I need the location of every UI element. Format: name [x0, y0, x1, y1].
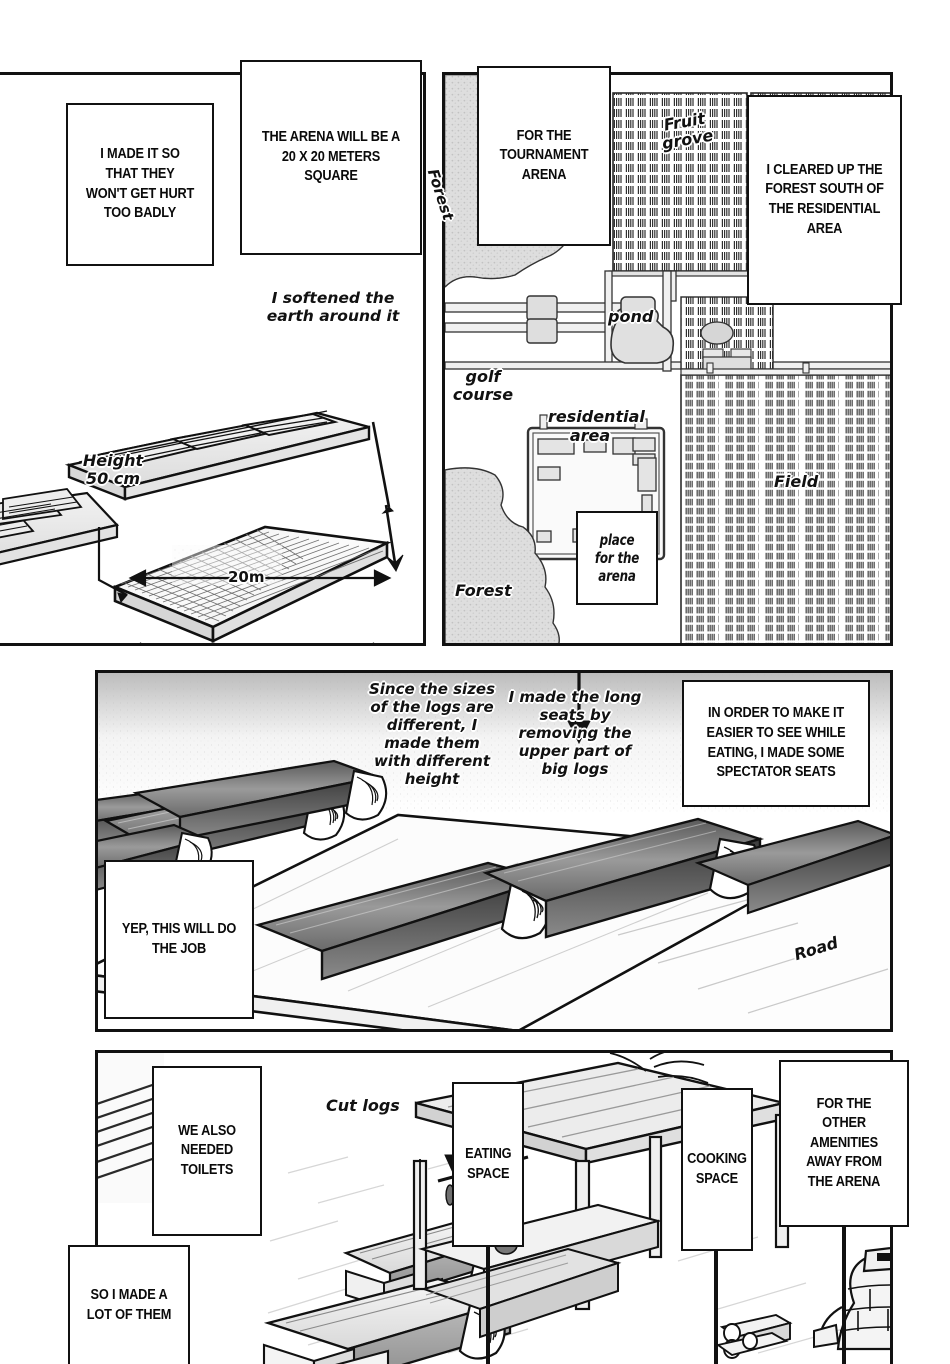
upper-slab-with-benches	[64, 410, 371, 501]
label-cut-logs: Cut logs	[326, 1096, 400, 1115]
map-small-plot	[680, 296, 774, 374]
log-bench-2	[132, 759, 388, 841]
long-seats-arrow	[567, 673, 591, 745]
caption-other-amenities: FOR THE OTHER AMENITIES AWAY FROM THE AR…	[779, 1060, 909, 1227]
map-golf-course	[445, 415, 517, 473]
caption-cleared-forest: I CLEARED UP THE FOREST SOUTH OF THE RES…	[747, 95, 902, 305]
map-fruit-grove	[608, 92, 752, 277]
map-label-field: Field	[774, 472, 819, 491]
firewood-stack	[715, 1313, 793, 1359]
caption-we-also-needed-toilets: WE ALSO NEEDED TOILETS	[152, 1066, 262, 1236]
caption-cooking-space: COOKING SPACE	[681, 1088, 753, 1251]
log-bench-5	[694, 819, 890, 915]
map-forest-south	[445, 467, 560, 643]
caption-eating-space: EATING SPACE	[452, 1082, 524, 1247]
label-20m: 20m	[228, 568, 265, 586]
partial-slab-left	[0, 488, 120, 566]
label-softened-earth: I softened the earth around it	[266, 289, 400, 326]
caption-tournament-arena: FOR THE TOURNAMENT ARENA	[477, 66, 611, 246]
map-field	[680, 362, 890, 643]
map-road-junctions	[526, 295, 558, 344]
map-label-golf-course: golf course	[452, 367, 514, 405]
ground-right	[528, 855, 890, 1029]
log-bench-3	[254, 861, 553, 981]
caption-place-for-arena: place for the arena	[576, 511, 658, 605]
map-label-pond: pond	[608, 307, 654, 326]
toilet-structure-left	[98, 1053, 165, 1203]
dimension-20m	[139, 642, 375, 643]
map-pond	[610, 296, 675, 364]
plant-behind	[609, 1053, 709, 1084]
height-arrow	[97, 527, 128, 603]
label-height-50cm: Height 50 cm	[82, 451, 144, 488]
map-label-residential-area: residential area	[548, 407, 645, 445]
map-label-forest-south: Forest	[455, 581, 512, 600]
label-long-seats: I made the long seats by removing the up…	[508, 688, 642, 778]
caption-arena-size: THE ARENA WILL BE A 20 X 20 METERS SQUAR…	[240, 60, 422, 255]
softened-earth-arrow	[371, 421, 404, 573]
caption-hurt-too-badly: I MADE IT SO THAT THEY WON'T GET HURT TO…	[66, 103, 214, 266]
map-label-place-for-arena: place for the arena	[594, 531, 640, 585]
label-log-sizes-different: Since the sizes of the logs are differen…	[368, 680, 496, 788]
golem-character	[813, 1247, 890, 1351]
caption-spectator-seats: IN ORDER TO MAKE IT EASIER TO SEE WHILE …	[682, 680, 870, 807]
caption-so-i-made-a-lot: SO I MADE A LOT OF THEM	[68, 1245, 190, 1364]
caption-yep-do-the-job: YEP, THIS WILL DO THE JOB	[104, 860, 254, 1019]
